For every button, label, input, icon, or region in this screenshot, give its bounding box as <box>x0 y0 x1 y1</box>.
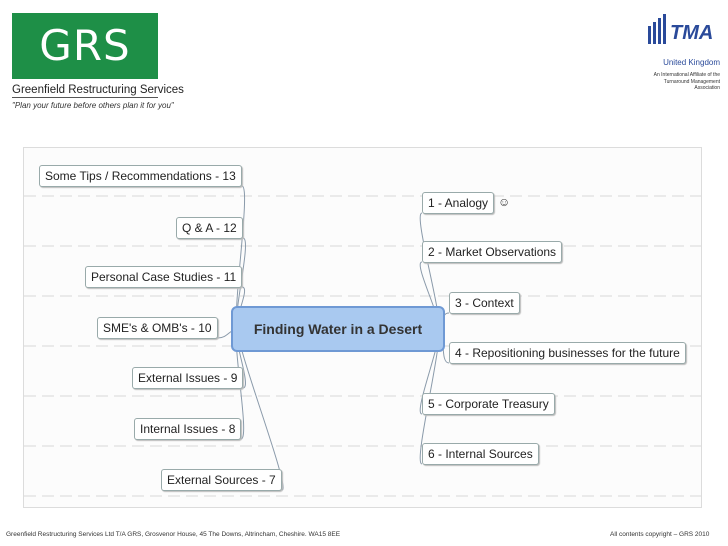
node-corporate-treasury[interactable]: 5 - Corporate Treasury <box>422 393 555 415</box>
company-name-rule <box>12 97 158 98</box>
mind-map: Some Tips / Recommendations - 13 Q & A -… <box>23 147 702 508</box>
mind-map-connectors <box>24 185 701 497</box>
node-smes-ombs[interactable]: SME's & OMB's - 10 <box>97 317 218 339</box>
company-name: Greenfield Restructuring Services <box>12 84 184 96</box>
node-repositioning-businesses[interactable]: 4 - Repositioning businesses for the fut… <box>449 342 686 364</box>
tma-affiliate-line1: An International Affiliate of the <box>653 72 720 78</box>
connector-line <box>237 328 284 491</box>
node-q-and-a[interactable]: Q & A - 12 <box>176 217 243 239</box>
tma-logo: TMA United Kingdom An International Affi… <box>640 8 720 98</box>
central-topic[interactable]: Finding Water in a Desert <box>231 306 445 352</box>
tma-affiliate-line2: Turnaround Management Association <box>663 79 720 91</box>
node-context[interactable]: 3 - Context <box>449 292 520 314</box>
smiley-icon: ☺ <box>498 195 511 209</box>
node-market-observations[interactable]: 2 - Market Observations <box>422 241 563 263</box>
node-personal-case-studies[interactable]: Personal Case Studies - 11 <box>85 266 243 288</box>
node-external-issues[interactable]: External Issues - 9 <box>132 367 244 389</box>
node-tips-recommendations[interactable]: Some Tips / Recommendations - 13 <box>39 165 242 187</box>
node-internal-sources[interactable]: 6 - Internal Sources <box>422 443 539 465</box>
grs-logo: GRS <box>12 13 158 79</box>
node-internal-issues[interactable]: Internal Issues - 8 <box>134 418 242 440</box>
node-analogy[interactable]: 1 - Analogy <box>422 192 495 214</box>
company-tagline: "Plan your future before others plan it … <box>12 101 174 110</box>
footer-copyright: All contents copyright – GRS 2010 <box>610 531 710 538</box>
tma-emblem-icon: TMA <box>648 14 713 44</box>
tma-region: United Kingdom <box>663 58 720 67</box>
tma-logo-text: TMA <box>670 22 713 44</box>
node-external-sources[interactable]: External Sources - 7 <box>161 469 282 491</box>
footer-address: Greenfield Restructuring Services Ltd T/… <box>6 531 341 538</box>
